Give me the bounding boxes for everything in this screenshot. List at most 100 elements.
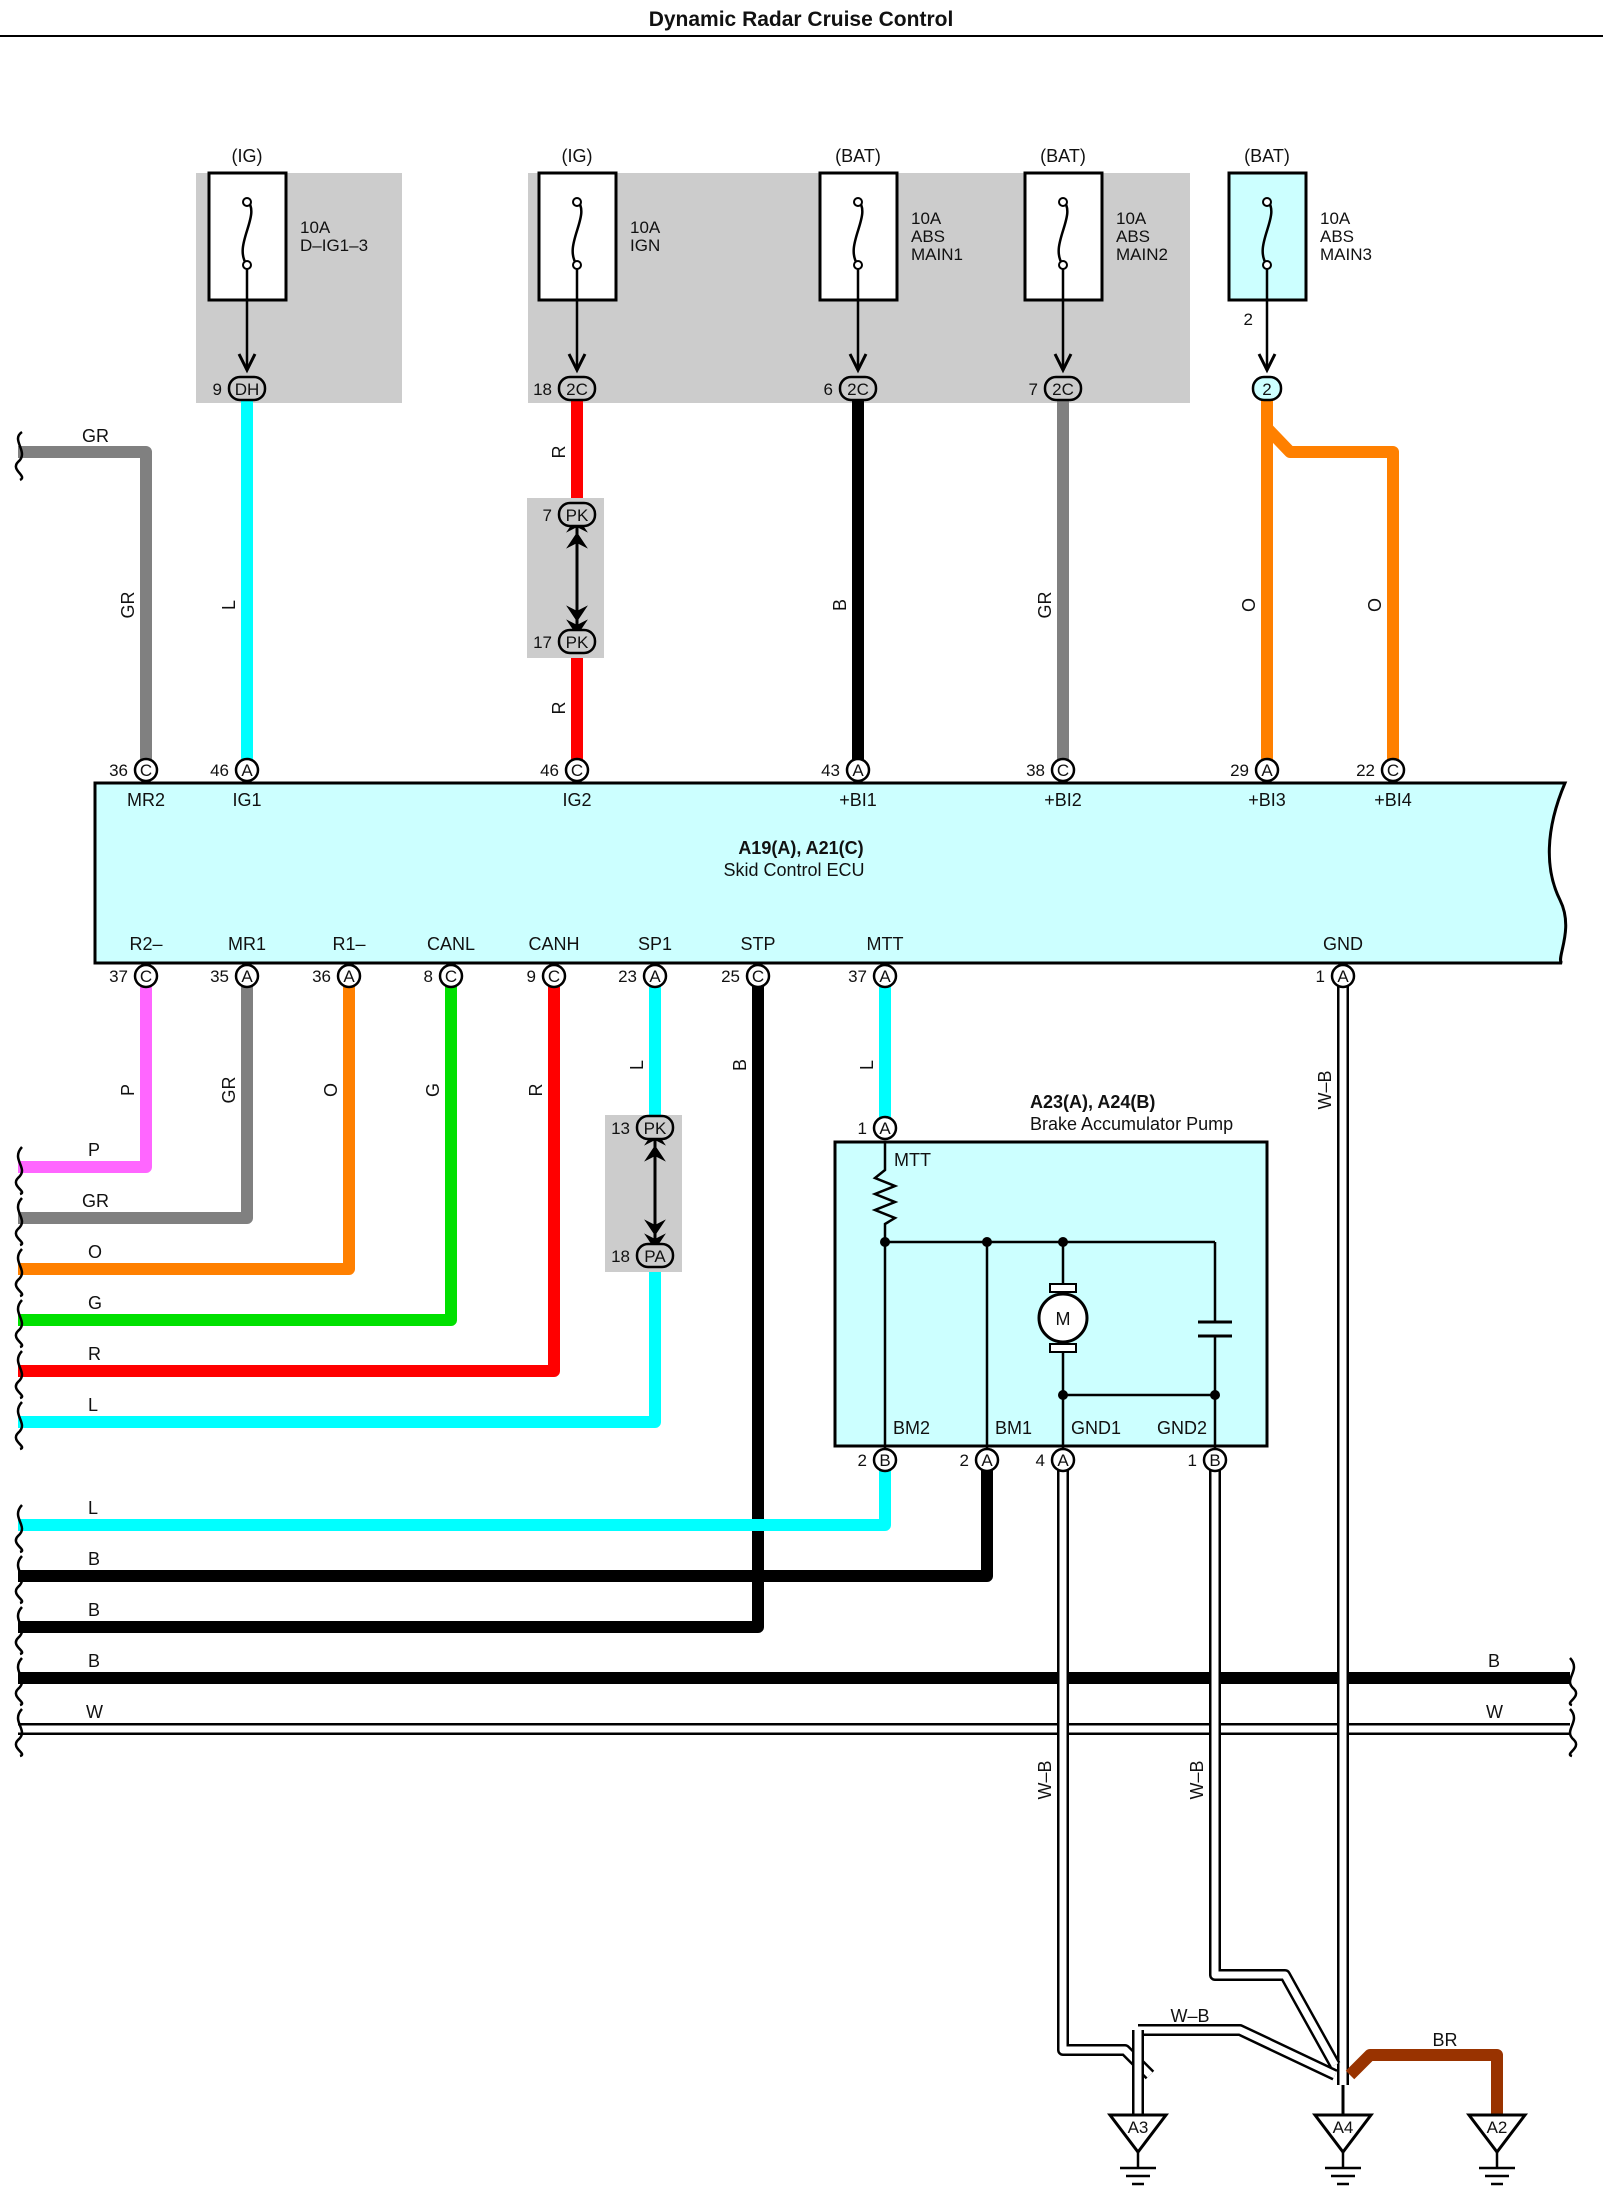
fuse-1-source: (IG)	[232, 146, 263, 166]
skid-control-ecu	[93, 781, 1568, 965]
pump-pin-gnd1-num: 4	[1036, 1451, 1045, 1470]
label-gr-mr2: GR	[118, 591, 138, 618]
pump-pin-bm1-num: 2	[960, 1451, 969, 1470]
ecu-desc: Skid Control ECU	[723, 860, 864, 880]
wire-l-sp1-lower	[18, 1260, 661, 1428]
fuse-5-pin: 2	[1244, 310, 1253, 329]
conn-ign: 2C	[566, 380, 588, 399]
ecu-pin-bi3-conn: A	[1261, 761, 1273, 780]
left-edge-labels: P GR O G R L L B B B W B W	[82, 1140, 1503, 1722]
label-p: P	[118, 1084, 138, 1096]
label-gr-bi2: GR	[1035, 591, 1055, 618]
label-l-mtt: L	[857, 1060, 877, 1070]
junction-pa-bottom-pin: 18	[611, 1247, 630, 1266]
diagram-title: Dynamic Radar Cruise Control	[649, 8, 954, 31]
ecu-pin-bi3-num: 29	[1230, 761, 1249, 780]
ecu-pin-mtt-name: MTT	[867, 934, 904, 954]
pump-pin-mtt-name: MTT	[894, 1150, 931, 1170]
fuse-1-rating: 10A	[300, 218, 331, 237]
edge-label-gr: GR	[82, 1191, 109, 1211]
ecu-pin-mtt-conn: A	[879, 967, 891, 986]
pump-pin-gnd1-conn: A	[1057, 1451, 1069, 1470]
fuse-connectors: DH 9 2C 18 2C 6 2C 7 2	[213, 375, 1283, 402]
ground-wire-labels: W–B W–B W–B BR	[1035, 1760, 1458, 2050]
wire-break-marks	[14, 430, 1578, 1758]
wire-o-r1	[18, 976, 355, 1275]
ground-a4: A4	[1311, 2085, 1375, 2186]
ecu-pin-stp-num: 25	[721, 967, 740, 986]
label-l-ig1: L	[219, 600, 239, 610]
ecu-pin-r1-name: R1–	[332, 934, 365, 954]
ecu-pin-canh-num: 9	[527, 967, 536, 986]
junction-pa-top-pin: 13	[611, 1119, 630, 1138]
ecu-pin-mr1-num: 35	[210, 967, 229, 986]
pump-name: A23(A), A24(B)	[1030, 1092, 1155, 1112]
fuse-2: (IG) 10A IGN	[537, 146, 661, 374]
ecu-pin-mr1-conn: A	[241, 967, 253, 986]
ecu-pin-bi4-num: 22	[1356, 761, 1375, 780]
fuse-5-group: ABS	[1320, 227, 1354, 246]
fuse-1-name: D–IG1–3	[300, 236, 368, 255]
edge-label-g: G	[88, 1293, 102, 1313]
pump-pin-bm2-conn: B	[879, 1451, 890, 1470]
label-gr: GR	[219, 1076, 239, 1103]
fuse-4: (BAT) 10A ABS MAIN2	[1023, 146, 1168, 374]
ecu-pin-r2-conn: C	[140, 967, 152, 986]
ecu-pin-bi3-name: +BI3	[1248, 790, 1286, 810]
ecu-pin-gnd-num: 1	[1316, 967, 1325, 986]
pump-pin-bm1-conn: A	[981, 1451, 993, 1470]
wire-gr-mr1	[18, 976, 253, 1224]
ecu-pin-canh-name: CANH	[528, 934, 579, 954]
pump-pin-gnd1-name: GND1	[1071, 1418, 1121, 1438]
pump-pin-gnd2-name: GND2	[1157, 1418, 1207, 1438]
ecu-pin-r1-num: 36	[312, 967, 331, 986]
edge-label-o: O	[88, 1242, 102, 1262]
ecu-pin-canl-conn: C	[445, 967, 457, 986]
edge-label-b2: B	[88, 1600, 100, 1620]
ecu-pin-bi1-name: +BI1	[839, 790, 877, 810]
fuse-2-source: (IG)	[562, 146, 593, 166]
conn-main3: 2	[1262, 380, 1271, 399]
edge-label-r: R	[88, 1344, 101, 1364]
label-r: R	[526, 1084, 546, 1097]
ecu-pin-r2-name: R2–	[129, 934, 162, 954]
ecu-pin-ig2-conn: C	[571, 761, 583, 780]
ecu-pin-sp1-name: SP1	[638, 934, 672, 954]
ecu-top-pins: C 36 MR2 A 46 IG1 C 46 IG2 A 43 +BI1 C 3…	[109, 757, 1412, 810]
fuse-3-name: MAIN1	[911, 245, 963, 264]
conn-main1: 2C	[847, 380, 869, 399]
ground-a4-label: A4	[1333, 2118, 1354, 2137]
brake-accumulator-pump	[833, 1140, 1269, 1448]
ecu-pin-ig1-num: 46	[210, 761, 229, 780]
ecu-name: A19(A), A21(C)	[738, 838, 863, 858]
junction-pa: PK 13 PA 18	[605, 1114, 682, 1272]
label-o: O	[321, 1083, 341, 1097]
wire-r-canh	[18, 976, 560, 1377]
wire-b-stp	[18, 976, 764, 1633]
ecu-pin-gnd-name: GND	[1323, 934, 1363, 954]
fuse-3-rating: 10A	[911, 209, 942, 228]
edge-label-b-right: B	[1488, 1651, 1500, 1671]
fuse-5-source: (BAT)	[1244, 146, 1290, 166]
ecu-pin-ig2-num: 46	[540, 761, 559, 780]
fuse-5-rating: 10A	[1320, 209, 1351, 228]
label-o-bi3: O	[1239, 598, 1259, 612]
ecu-pin-mr2-conn: C	[140, 761, 152, 780]
fuse-3: (BAT) 10A ABS MAIN1	[818, 146, 963, 374]
conn-main1-pin: 6	[824, 380, 833, 399]
ecu-pin-gnd-conn: A	[1337, 967, 1349, 986]
fuse-2-name: IGN	[630, 236, 660, 255]
ecu-pin-sp1-num: 23	[618, 967, 637, 986]
ecu-pin-mr2-name: MR2	[127, 790, 165, 810]
fuse-5-name: MAIN3	[1320, 245, 1372, 264]
wire-p-r2	[18, 976, 152, 1173]
pump-pin-mtt-num: 1	[858, 1119, 867, 1138]
ecu-pin-stp-conn: C	[752, 967, 764, 986]
label-b-stp: B	[730, 1059, 750, 1071]
ecu-pin-mr1-name: MR1	[228, 934, 266, 954]
label-o-bi4: O	[1365, 598, 1385, 612]
ecu-pin-bi2-num: 38	[1026, 761, 1045, 780]
edge-label-w-right: W	[1486, 1702, 1503, 1722]
ecu-pin-bi2-name: +BI2	[1044, 790, 1082, 810]
ground-a3-label: A3	[1128, 2118, 1149, 2137]
